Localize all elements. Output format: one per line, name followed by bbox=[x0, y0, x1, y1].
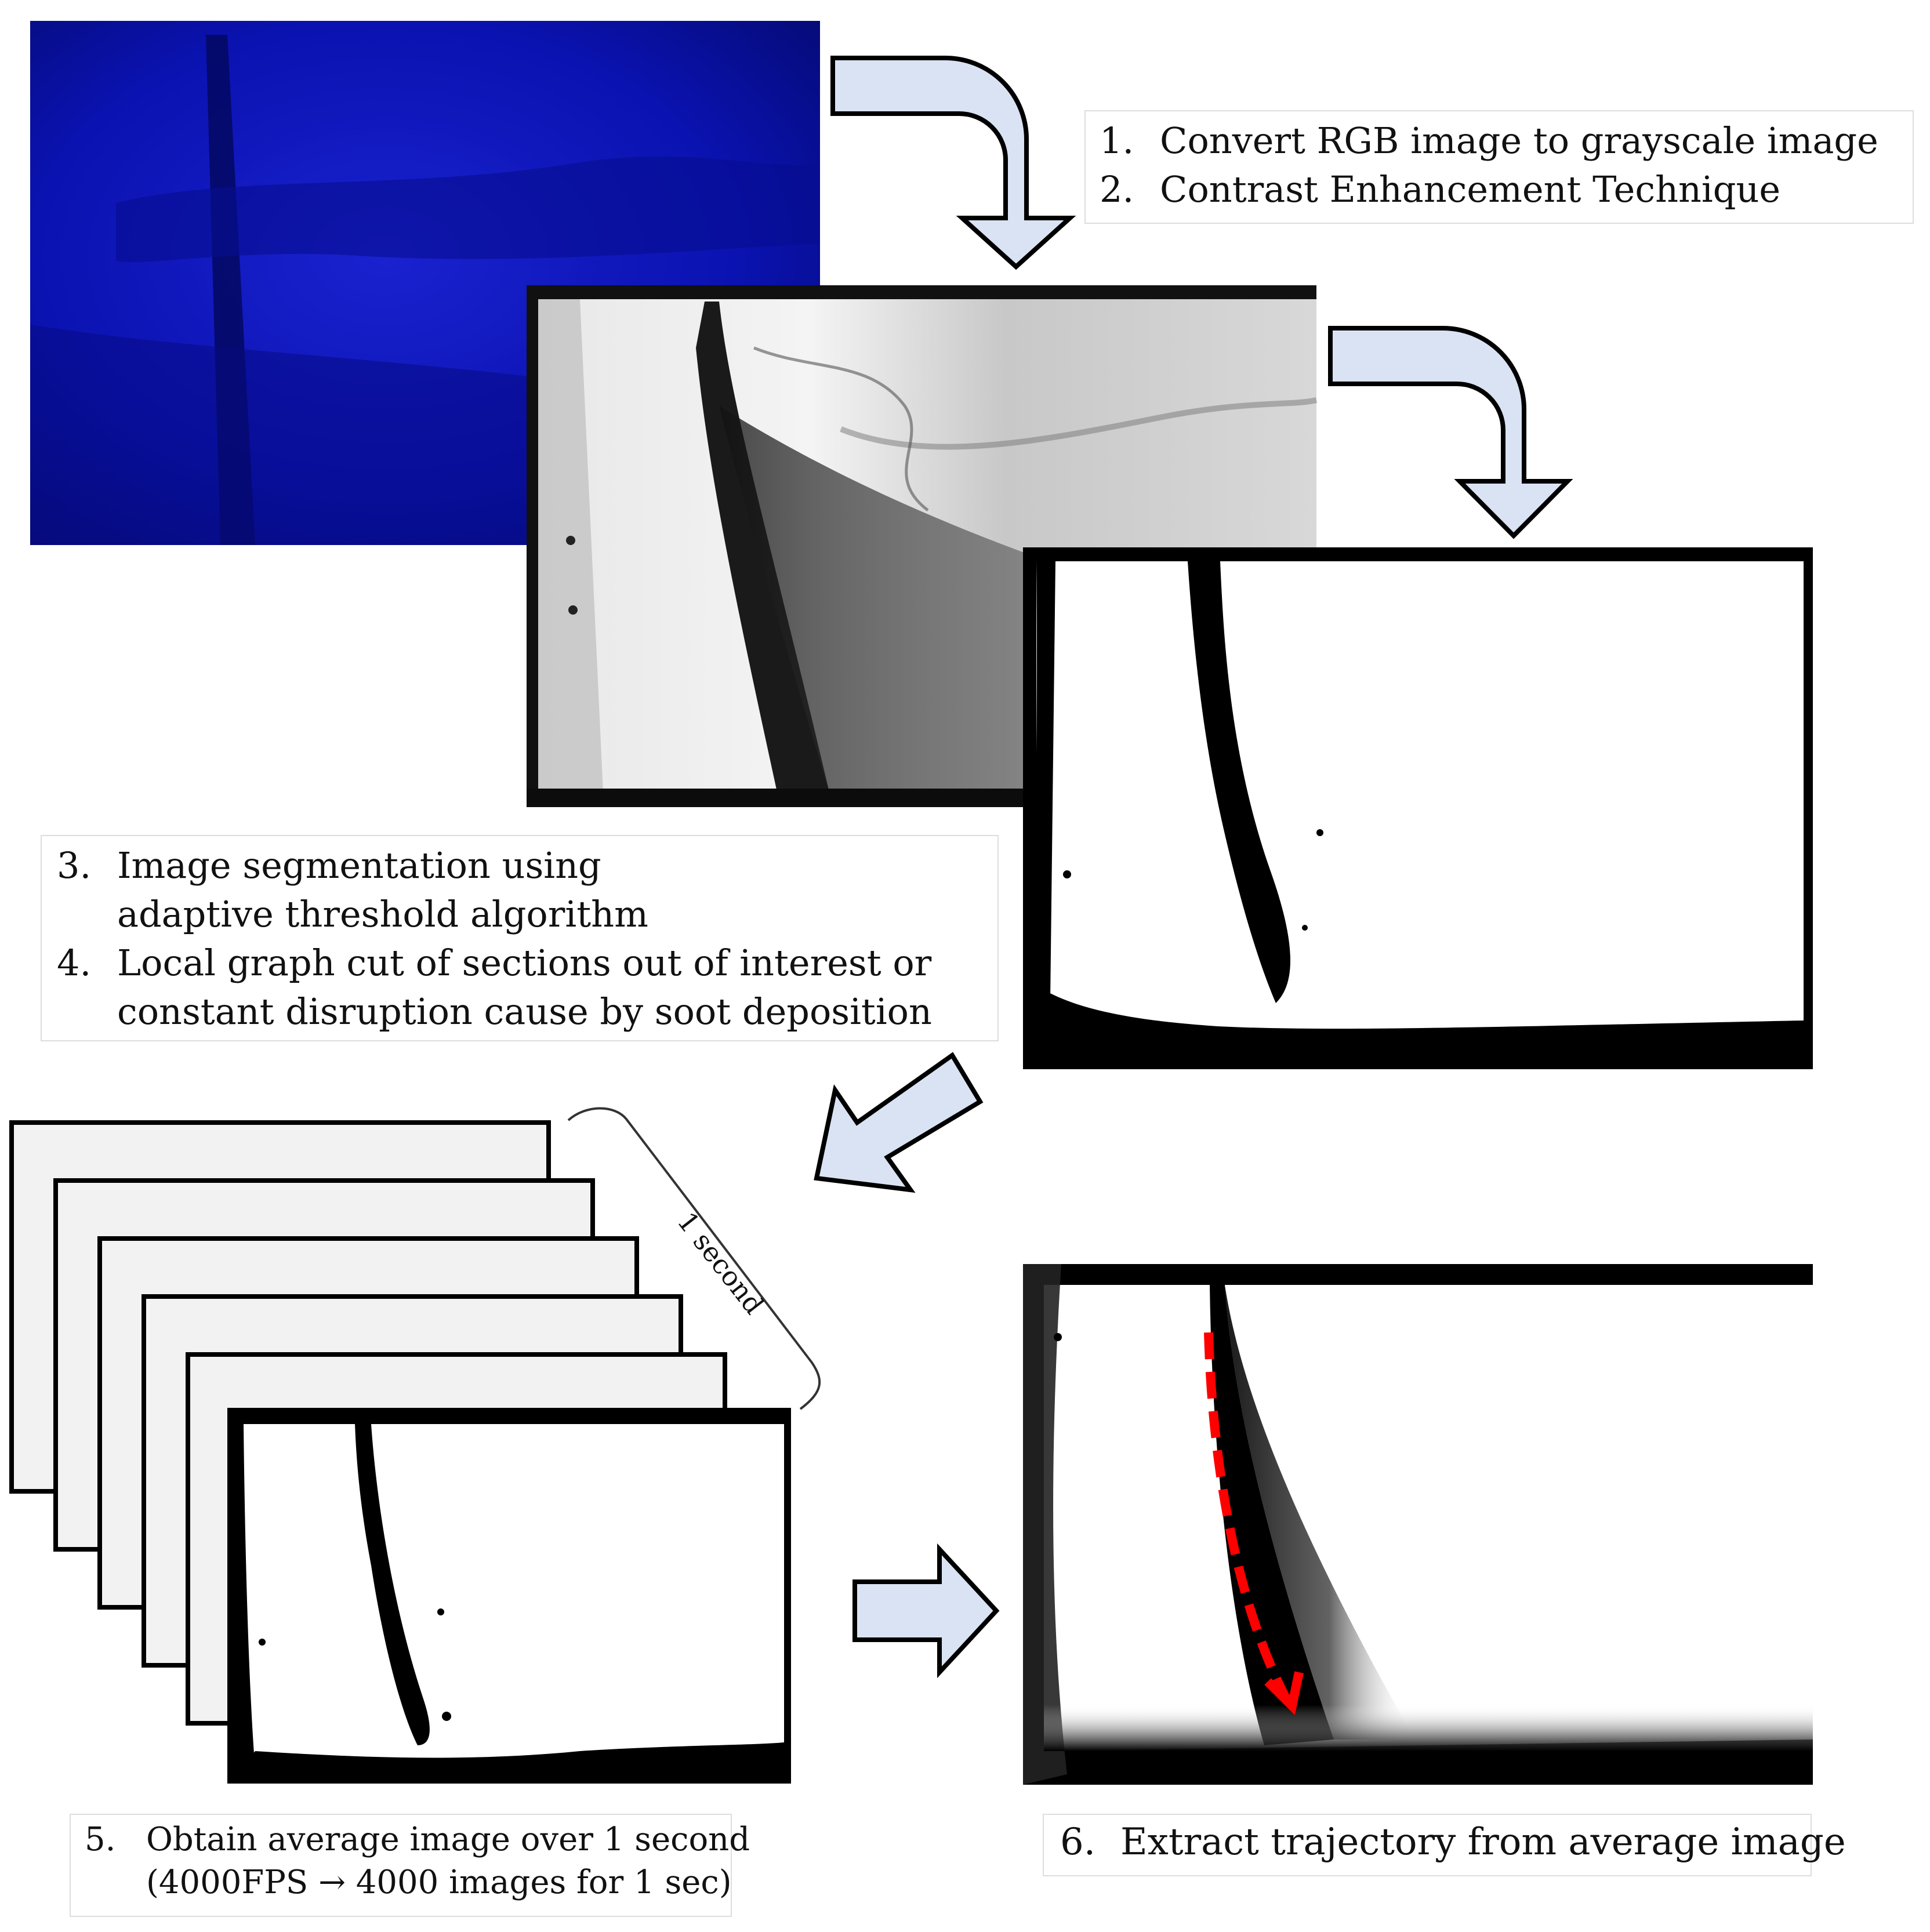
step-6-number: 6. bbox=[1060, 1821, 1096, 1864]
step-2-number: 2. bbox=[1100, 168, 1134, 210]
arrow-2 bbox=[1328, 326, 1573, 539]
step-3-text: Image segmentation using bbox=[117, 844, 601, 887]
step-4-text: Local graph cut of sections out of inter… bbox=[117, 942, 932, 984]
steps-1-2-box bbox=[1084, 110, 1914, 224]
front-frame-binary-image bbox=[227, 1408, 791, 1784]
step-6-text: Extract trajectory from average image bbox=[1120, 1821, 1846, 1864]
step-2-text: Contrast Enhancement Technique bbox=[1160, 168, 1781, 210]
steps-3-4-box bbox=[41, 835, 999, 1041]
step-4-number: 4. bbox=[57, 942, 92, 984]
rgb-image bbox=[30, 21, 820, 545]
segmented-image bbox=[1023, 547, 1813, 1069]
step-5-text-line2: (4000FPS → 4000 images for 1 sec) bbox=[146, 1864, 732, 1901]
step-4-text-line2: constant disruption cause by soot deposi… bbox=[117, 990, 932, 1033]
step-5-number: 5. bbox=[85, 1821, 116, 1858]
step-6-box bbox=[1043, 1814, 1812, 1876]
arrow-3 bbox=[814, 1052, 984, 1193]
frame-stack bbox=[9, 1120, 791, 1784]
one-second-bracket bbox=[567, 1107, 821, 1410]
arrow-4 bbox=[852, 1543, 1000, 1679]
step-1-text: Convert RGB image to grayscale image bbox=[1160, 119, 1878, 162]
step-3-number: 3. bbox=[57, 844, 92, 887]
step-5-text: Obtain average image over 1 second bbox=[146, 1821, 750, 1858]
step-5-box bbox=[70, 1814, 732, 1917]
step-1-number: 1. bbox=[1100, 119, 1134, 162]
average-image bbox=[1023, 1264, 1813, 1785]
arrow-1 bbox=[830, 56, 1076, 270]
step-3-text-line2: adaptive threshold algorithm bbox=[117, 893, 648, 935]
